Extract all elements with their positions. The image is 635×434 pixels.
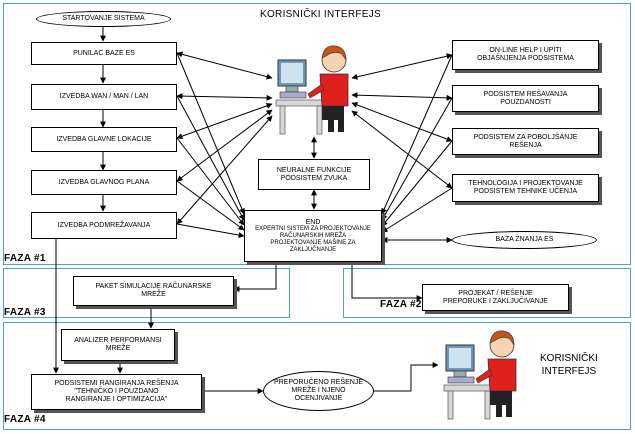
bottom-title-line: KORISNIČKI [540, 353, 598, 364]
project-line: PREPORUKE I ZAKLJUČIVANJE [443, 297, 548, 305]
right-box-line: PODSISTEM ZA POBOLJŠANJE [473, 133, 578, 141]
box-projekat-resenje: PROJEKAT / REŠENJE PREPORUKE I ZAKLJUČIV… [422, 284, 569, 311]
right-box-line: REŠENJA [509, 141, 542, 149]
box-poboljsanje-resenja: PODSISTEM ZA POBOLJŠANJE REŠENJA [452, 128, 599, 155]
phase-4-frame [3, 322, 631, 430]
right-box-line: OBJAŠNJENJA PODSISTEMA [477, 55, 574, 62]
bottom-title: KORISNIČKI INTERFEJS [540, 352, 598, 378]
analyzer-line: MREŽE [105, 345, 131, 352]
ranking-line: PODSISTEMI RANGIRANJA REŠENJA [54, 380, 179, 387]
right-box-line: TEHNOLOGIJA I PROJEKTOVANJE [468, 180, 583, 187]
sim-line: PAKET SIMULACIJE RAČUNARSKE [95, 283, 212, 290]
end-line: RAČUNARSKIH MREŽA [279, 232, 347, 239]
right-box-line: ON-LINE HELP I UPITI [489, 47, 562, 54]
box-analizer-performansi: ANALIZER PERFORMANSI MREŽE [61, 329, 175, 361]
sim-line: MREŽE [141, 291, 166, 298]
box-rangiranje-resenja: PODSISTEMI RANGIRANJA REŠENJA "TEHNIČKO … [31, 374, 202, 410]
end-title: END [305, 218, 321, 226]
start-oval: STARTOVANJE SISTEMA [36, 11, 171, 27]
phase-2-frame [343, 268, 631, 318]
project-line: PROJEKAT / REŠENJE [458, 289, 533, 297]
end-line: ZAKLJUČNANJE [289, 246, 337, 253]
box-izvedba-wan: IZVEDBA WAN / MAN / LAN [31, 84, 177, 110]
person-at-computer-icon [443, 330, 517, 420]
right-box-line: PODSISTEM REŠAVANJA [483, 90, 568, 98]
bottom-title-line: INTERFEJS [541, 366, 597, 377]
person-at-computer-icon [275, 45, 349, 135]
recommended-line: MREŽE I NJENO [291, 387, 346, 394]
knowledge-base-label: BAZA ZNANJA ES [495, 236, 554, 243]
box-izvedba-plana: IZVEDBA GLAVNOG PLANA [31, 170, 177, 195]
end-line: EXPERTNI SISTEM ZA PROJEKTOVANJE [255, 225, 371, 232]
phase-3-frame [3, 268, 290, 318]
box-tehnologija: TEHNOLOGIJA I PROJEKTOVANJE PODSISTEM TE… [452, 174, 599, 202]
recommended-line: PREPORUČENO REŠENJE [273, 379, 364, 386]
box-online-help: ON-LINE HELP I UPITI OBJAŠNJENJA PODSIST… [452, 40, 599, 70]
start-label: STARTOVANJE SISTEMA [62, 15, 145, 22]
phase-3-label: FAZA #3 [4, 307, 46, 318]
recommended-solution-oval: PREPORUČENO REŠENJE MREŽE I NJENO OCENJI… [263, 371, 374, 411]
box-resavanje-pouzdanosti: PODSISTEM REŠAVANJA POUZDANOSTI [452, 85, 599, 112]
box-neuralne-funkcije: NEURALNE FUNKCIJE PODSISTEM ZVUKA [258, 159, 370, 190]
box-punilac-baze: PUNILAC BAZE ES [31, 42, 177, 65]
phase-4-label: FAZA #4 [4, 414, 46, 425]
left-box-label: PUNILAC BAZE ES [73, 49, 135, 57]
box-izvedba-lokacije: IZVEDBA GLAVNE LOKACIJE [31, 127, 177, 152]
recommended-line: OCENJIVANJE [294, 395, 343, 402]
left-box-label: IZVEDBA PODMREŽAVANJA [57, 221, 151, 229]
neural-line: PODSISTEM ZVUKA [280, 174, 348, 182]
right-box-line: POUZDANOSTI [500, 98, 551, 106]
right-box-line: PODSISTEM TEHNIKE UČENJA [473, 188, 578, 195]
phase-2-label: FAZA #2 [380, 299, 422, 310]
left-box-label: IZVEDBA GLAVNE LOKACIJE [56, 135, 152, 143]
diagram-title: KORISNIČKI INTERFEJS [260, 9, 382, 20]
neural-line: NEURALNE FUNKCIJE [276, 166, 352, 174]
ranking-line: RANGIRANJE I OPTIMIZACIJA" [65, 396, 168, 403]
ranking-line: "TEHNIČKO I POUZDANO [74, 388, 159, 395]
phase-1-frame [3, 3, 631, 265]
left-box-label: IZVEDBA GLAVNOG PLANA [58, 178, 150, 186]
left-box-label: IZVEDBA WAN / MAN / LAN [59, 93, 149, 100]
box-simulacija: PAKET SIMULACIJE RAČUNARSKE MREŽE [73, 276, 234, 306]
knowledge-base-oval: BAZA ZNANJA ES [452, 231, 597, 249]
end-line: PROJEKTOVANJE MAŠINE ZA [270, 239, 356, 246]
analyzer-line: ANALIZER PERFORMANSI [74, 337, 162, 344]
box-izvedba-podmrezavanja: IZVEDBA PODMREŽAVANJA [31, 212, 177, 239]
phase-1-label: FAZA #1 [4, 253, 46, 264]
box-end-expert-system: END EXPERTNI SISTEM ZA PROJEKTOVANJE RAČ… [244, 210, 382, 262]
